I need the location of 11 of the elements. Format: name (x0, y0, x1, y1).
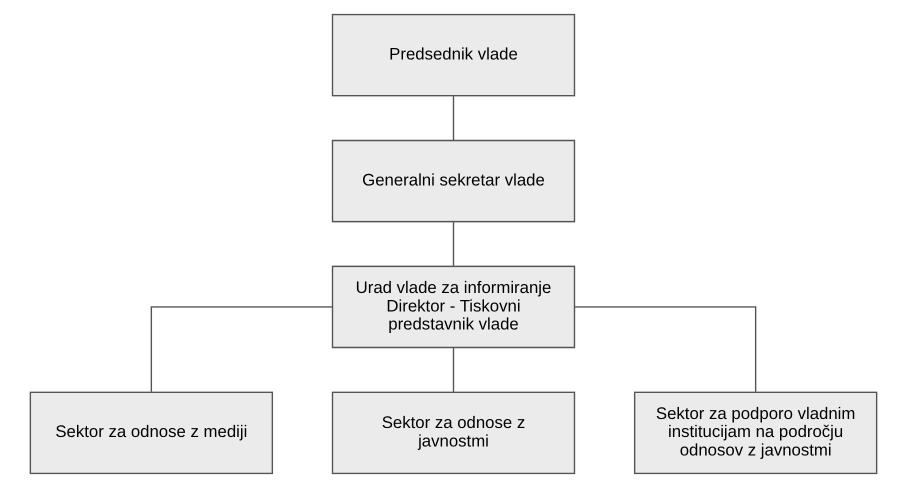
node-box: Sektor za odnose z javnostmi (331, 391, 575, 474)
node-box: Predsednik vlade (331, 13, 575, 96)
node-box: Sektor za odnose z mediji (29, 391, 273, 474)
node-box: Sektor za podporo vladnim institucijam na področju odnosov z javnostmi (633, 391, 877, 474)
connector (150, 306, 332, 392)
connector (452, 96, 454, 140)
connector (574, 306, 756, 392)
connector (452, 222, 454, 266)
node-box: Generalni sekretar vlade (331, 139, 575, 222)
connector (452, 348, 454, 392)
node-box: Urad vlade za informiranje Direktor - Tiskovni predstavnik vlade (331, 265, 575, 348)
